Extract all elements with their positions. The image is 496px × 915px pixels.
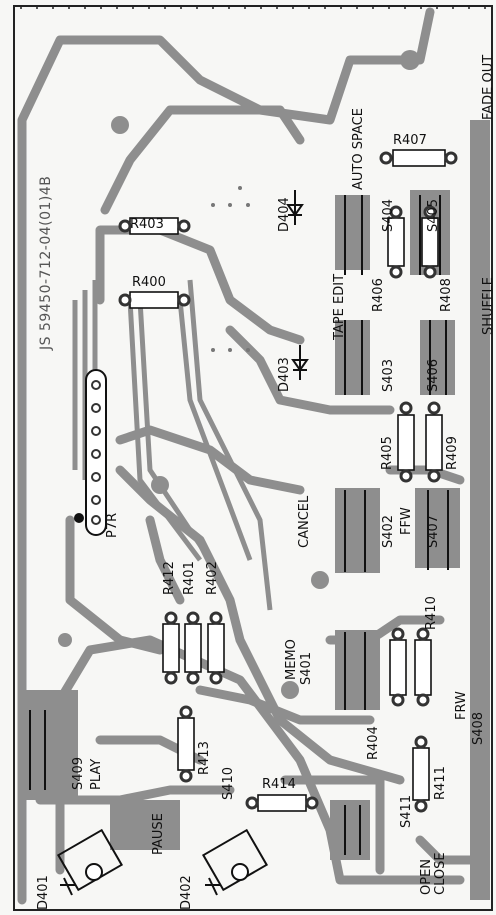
r402-body	[207, 623, 225, 673]
solder-pads	[118, 151, 458, 813]
label-frw: FRW	[454, 691, 469, 720]
label-shuffle: SHUFFLE	[481, 277, 496, 335]
label-s410: S410	[221, 766, 236, 800]
label-ffw: FFW	[399, 507, 414, 535]
r414-body	[257, 794, 307, 812]
label-d401: D401	[36, 875, 51, 910]
label-fade-out: FADE OUT	[481, 54, 496, 120]
switch-contacts	[29, 195, 449, 855]
label-r401: R401	[182, 561, 197, 595]
label-cancel: CANCEL	[297, 495, 312, 548]
label-open-close: OPEN CLOSE	[419, 852, 449, 895]
label-s403: S403	[381, 358, 396, 392]
label-r404: R404	[366, 726, 381, 760]
label-r406: R406	[371, 278, 386, 312]
diodes	[56, 190, 309, 896]
label-s408: S408	[471, 711, 486, 745]
label-r407: R407	[393, 133, 427, 148]
label-s406: S406	[426, 358, 441, 392]
r400-body	[129, 291, 179, 309]
r413-body	[177, 717, 195, 771]
board-outline	[13, 5, 493, 911]
via-dots	[211, 186, 250, 352]
r401-body	[184, 623, 202, 673]
label-pause: PAUSE	[151, 813, 166, 855]
label-r413: R413	[197, 741, 212, 775]
label-play: PLAY	[89, 758, 104, 790]
label-r405: R405	[380, 436, 395, 470]
label-s402: S402	[381, 514, 396, 548]
label-s404: S404	[381, 198, 396, 232]
label-r410: R410	[424, 596, 439, 630]
label-tape-edit: TAPE EDIT	[332, 273, 347, 340]
part-code: JS 59450-712-04(01)4B	[38, 175, 54, 350]
r407-body	[392, 149, 446, 167]
r412-body	[162, 623, 180, 673]
label-r411: R411	[433, 766, 448, 800]
label-d402: D402	[179, 875, 194, 910]
r410-body	[414, 639, 432, 696]
label-r408: R408	[439, 278, 454, 312]
label-s401: S401	[299, 651, 314, 685]
label-r403: R403	[130, 217, 164, 232]
pin1-mark	[74, 513, 84, 523]
label-s405: S405	[426, 198, 441, 232]
label-auto-space: AUTO SPACE	[351, 108, 366, 190]
mounting-holes	[58, 50, 420, 699]
r411-body	[412, 747, 430, 801]
label-r412: R412	[162, 561, 177, 595]
label-r402: R402	[205, 561, 220, 595]
label-s407: S407	[426, 514, 441, 548]
p7r-pins	[91, 380, 101, 525]
label-d403: D403	[277, 357, 292, 392]
r405-body	[397, 414, 415, 471]
label-r414: R414	[262, 777, 296, 792]
r409-body	[425, 414, 443, 471]
r404-body	[389, 639, 407, 696]
label-r409: R409	[445, 436, 460, 470]
label-memo: MEMO	[284, 639, 299, 680]
label-r400: R400	[132, 275, 166, 290]
label-p7r: P7R	[105, 512, 120, 538]
label-d404: D404	[277, 197, 292, 232]
label-s409: S409	[71, 756, 86, 790]
label-s411: S411	[399, 794, 414, 828]
